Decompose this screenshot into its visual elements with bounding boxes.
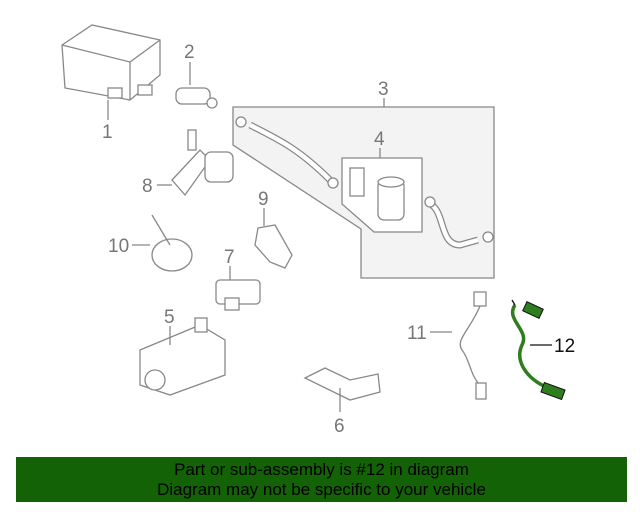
part-7-sensor[interactable] bbox=[215, 279, 261, 311]
part-6-bracket[interactable] bbox=[303, 367, 381, 401]
callout-6: 6 bbox=[334, 416, 345, 437]
part-4-filter[interactable] bbox=[349, 167, 405, 221]
callout-8: 8 bbox=[142, 176, 153, 197]
info-banner: Part or sub-assembly is #12 in diagram D… bbox=[16, 457, 627, 502]
callout-9: 9 bbox=[258, 189, 269, 210]
banner-line-2: Diagram may not be specific to your vehi… bbox=[157, 480, 486, 499]
part-9-sensor[interactable] bbox=[254, 224, 293, 269]
part-2-valve[interactable] bbox=[175, 87, 218, 109]
part-8-solenoid[interactable] bbox=[171, 129, 234, 197]
callout-2: 2 bbox=[184, 42, 195, 63]
callout-11: 11 bbox=[407, 323, 427, 344]
parts-diagram: 1 2 3 4 5 6 7 8 9 10 11 12 bbox=[61, 24, 575, 437]
callout-10: 10 bbox=[108, 236, 129, 257]
callout-1: 1 bbox=[102, 122, 113, 143]
callout-4: 4 bbox=[374, 129, 385, 150]
callout-7: 7 bbox=[224, 247, 235, 268]
callout-3: 3 bbox=[378, 79, 389, 100]
part-12-oxygen-sensor[interactable] bbox=[511, 299, 566, 401]
banner-line-1: Part or sub-assembly is #12 in diagram bbox=[174, 460, 469, 479]
part-5-pump[interactable] bbox=[139, 317, 226, 396]
callout-5: 5 bbox=[164, 307, 175, 328]
part-10-actuator[interactable] bbox=[151, 214, 193, 272]
callout-12: 12 bbox=[554, 336, 575, 357]
part-1-canister[interactable] bbox=[61, 24, 161, 101]
part-11-oxygen-sensor[interactable] bbox=[459, 291, 487, 400]
